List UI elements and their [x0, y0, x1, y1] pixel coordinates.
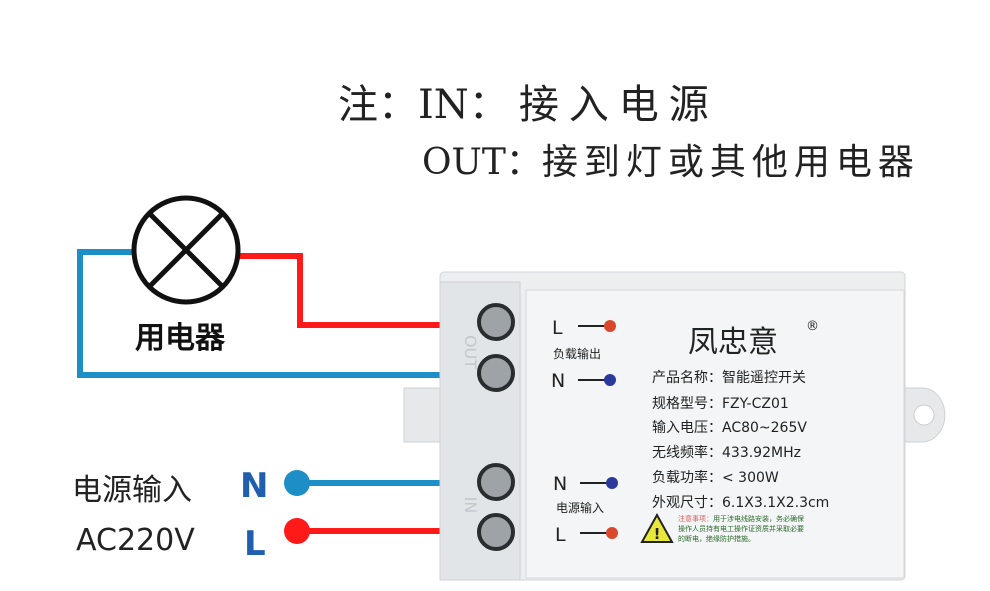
- note-line-2: OUT：接到灯或其他用电器: [422, 142, 920, 183]
- in-n-label: N: [553, 473, 567, 495]
- lamp-icon: [131, 195, 241, 305]
- label-panel: [525, 289, 905, 579]
- input-l-label: L: [244, 524, 266, 564]
- in-l-label: L: [555, 524, 566, 546]
- neutral-wire-out: [77, 249, 492, 378]
- spec-row: 输入电压：AC80~265V: [652, 420, 807, 436]
- power-input-label: 电源输入: [72, 473, 192, 508]
- remote-switch-device: OUT IN L 负载输出 N N 电源输入 L 凤忠意 ® 产品名称：智能遥控…: [403, 271, 946, 581]
- appliance-label: 用电器: [135, 321, 226, 356]
- warning-text-2: 操作人员持有电工操作证资质并采取必要: [678, 524, 804, 533]
- spec-row: 外观尺寸：6.1X3.1X2.3cm: [652, 495, 829, 511]
- warning-text-3: 的断电，绝缘防护措施。: [678, 534, 755, 543]
- out-n-dot: [604, 374, 616, 386]
- strip-in-label: IN: [461, 497, 480, 514]
- spec-row: 无线频率：433.92MHz: [652, 444, 801, 461]
- registered-mark: ®: [806, 319, 819, 334]
- spec-list: 产品名称：智能遥控开关 规格型号：FZY-CZ01 输入电压：AC80~265V…: [652, 370, 829, 511]
- live-wire-out: [238, 253, 492, 328]
- mount-hole: [913, 404, 935, 426]
- live-input-dot: [284, 518, 310, 544]
- svg-text:!: !: [654, 525, 661, 543]
- left-mount-tab: [403, 387, 445, 443]
- warning-icon: !: [640, 512, 674, 543]
- load-output-label: 负载输出: [553, 346, 601, 361]
- out-l-dot: [604, 320, 616, 332]
- in-l-dot: [606, 527, 618, 539]
- terminal-screws: [477, 303, 515, 551]
- power-input-device-label: 电源输入: [556, 500, 604, 515]
- spec-row: 负载功率：< 300W: [652, 469, 779, 486]
- note-line-1: 注：IN：接入电源: [338, 82, 719, 128]
- input-n-label: N: [240, 466, 268, 506]
- neutral-input-dot: [284, 470, 310, 496]
- warning-text-1: 注意事项：用于涉电线路安装，务必确保: [678, 514, 804, 523]
- strip-out-label: OUT: [461, 335, 480, 369]
- spec-row: 产品名称：智能遥控开关: [652, 370, 806, 386]
- out-n-label: N: [551, 370, 565, 392]
- spec-row: 规格型号：FZY-CZ01: [652, 396, 789, 412]
- in-n-dot: [606, 477, 618, 489]
- voltage-label: AC220V: [76, 523, 195, 558]
- out-l-label: L: [552, 317, 563, 339]
- brand-name: 凤忠意: [688, 325, 778, 360]
